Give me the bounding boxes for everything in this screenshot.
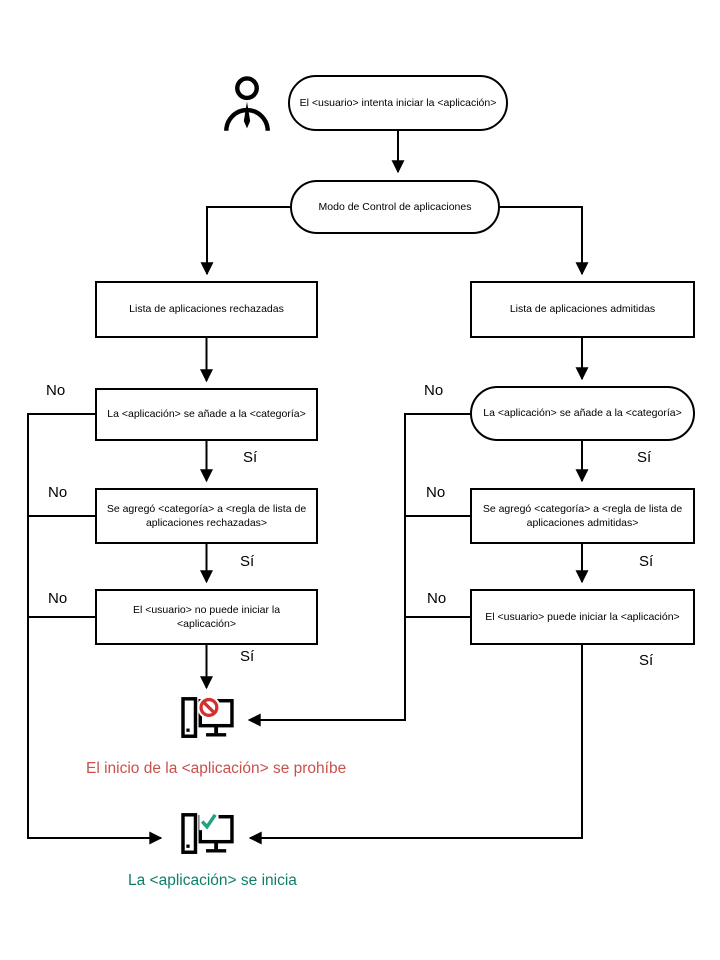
blocked-outcome-text: El inicio de la <aplicación> se prohíbe — [86, 760, 347, 777]
edge-label-yes: Sí — [243, 449, 258, 466]
node-allowlist-label: Lista de aplicaciones admitidas — [509, 303, 656, 316]
edge-label-no: No — [427, 590, 447, 607]
node-denylist-rule: Se agregó <categoría> a <regla de lista … — [95, 488, 318, 544]
node-denylist-label: Lista de aplicaciones rechazadas — [129, 303, 284, 316]
edge-label-yes: Sí — [637, 449, 652, 466]
prohibition-icon — [197, 695, 221, 719]
node-allowlist-category: La <aplicación> se añade a la <categoría… — [470, 386, 695, 441]
node-allowlist-verdict-label: El <usuario> puede iniciar la <aplicació… — [485, 610, 680, 623]
node-allowlist-rule-label: Se agregó <categoría> a <regla de lista … — [482, 502, 683, 529]
node-allowlist-verdict: El <usuario> puede iniciar la <aplicació… — [470, 589, 695, 645]
edge-label-no: No — [424, 382, 444, 399]
node-denylist-category-label: La <aplicación> se añade a la <categoría… — [107, 408, 306, 421]
node-denylist: Lista de aplicaciones rechazadas — [95, 281, 318, 338]
edge-label-no: No — [48, 590, 68, 607]
node-start-label: El <usuario> intenta iniciar la <aplicac… — [299, 96, 497, 109]
node-denylist-verdict: El <usuario> no puede iniciar la <aplica… — [95, 589, 318, 645]
node-mode-label: Modo de Control de aplicaciones — [318, 200, 472, 213]
node-denylist-verdict-label: El <usuario> no puede iniciar la <aplica… — [132, 603, 281, 630]
edge-label-no: No — [48, 484, 68, 501]
edge-label-yes: Sí — [240, 553, 255, 570]
user-icon — [222, 76, 272, 132]
node-start: El <usuario> intenta iniciar la <aplicac… — [288, 75, 508, 131]
node-allowlist-rule: Se agregó <categoría> a <regla de lista … — [470, 488, 695, 544]
blocked-computer-icon — [180, 694, 234, 742]
node-allowlist-category-label: La <aplicación> se añade a la <categoría… — [483, 407, 682, 420]
started-computer-icon — [180, 810, 234, 858]
checkmark-icon — [199, 812, 219, 831]
node-denylist-rule-label: Se agregó <categoría> a <regla de lista … — [106, 502, 307, 529]
node-mode: Modo de Control de aplicaciones — [290, 180, 500, 234]
node-allowlist: Lista de aplicaciones admitidas — [470, 281, 695, 338]
edge-label-no: No — [426, 484, 446, 501]
edge-label-yes: Sí — [639, 652, 654, 669]
edge-label-yes: Sí — [639, 553, 654, 570]
node-denylist-category: La <aplicación> se añade a la <categoría… — [95, 388, 318, 441]
edge-label-no: No — [46, 382, 66, 399]
started-outcome-text: La <aplicación> se inicia — [128, 872, 297, 889]
edge-label-yes: Sí — [240, 648, 255, 665]
